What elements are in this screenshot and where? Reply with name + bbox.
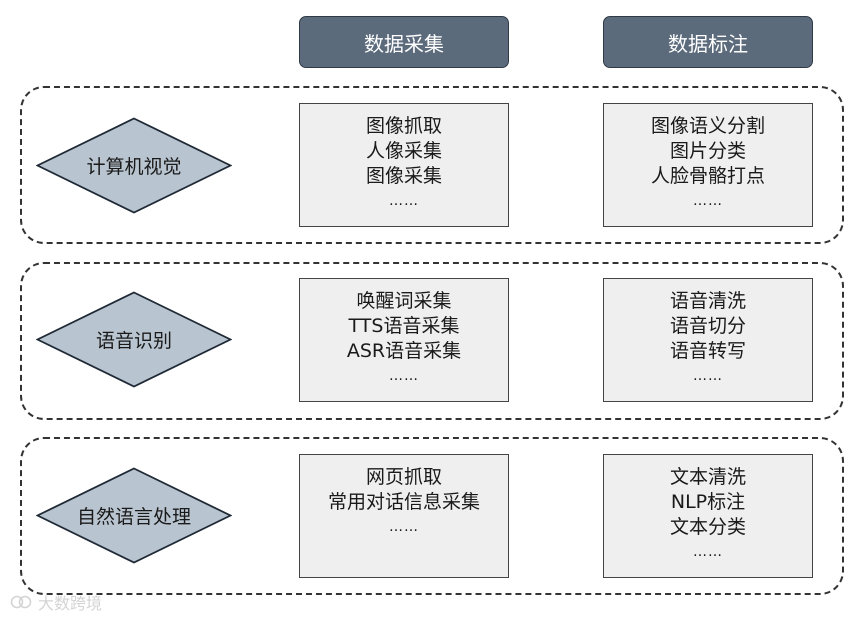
collect-box-computer-vision: 图像抓取 人像采集 图像采集 …… — [299, 103, 509, 227]
annotate-box-computer-vision: 图像语义分割 图片分类 人脸骨骼打点 …… — [603, 103, 813, 227]
list-item: 人脸骨骼打点 — [650, 165, 765, 187]
row-frame-speech-recognition — [20, 262, 844, 420]
category-label-nlp: 自然语言处理 — [76, 506, 191, 528]
header-data-collection: 数据采集 — [299, 16, 509, 68]
row-frame-computer-vision — [20, 86, 844, 244]
list-item-ellipsis: …… — [389, 193, 419, 209]
list-item-ellipsis: …… — [389, 368, 419, 384]
list-item: 语音清洗 — [669, 290, 746, 312]
watermark-logo-icon — [10, 595, 32, 609]
list-item: 文本分类 — [669, 516, 746, 538]
collect-box-speech-recognition: 唤醒词采集 TTS语音采集 ASR语音采集 …… — [299, 278, 509, 402]
diamond-computer-vision — [36, 117, 232, 214]
header-data-annotation: 数据标注 — [603, 16, 813, 68]
list-item-ellipsis: …… — [389, 519, 419, 535]
list-item: 图像采集 — [365, 165, 442, 187]
list-item: 网页抓取 — [365, 466, 442, 488]
list-item: NLP标注 — [670, 491, 746, 513]
list-item: 语音转写 — [669, 340, 746, 362]
collect-box-nlp: 网页抓取 常用对话信息采集 …… — [299, 454, 509, 578]
list-item: 语音切分 — [669, 315, 746, 337]
list-item-ellipsis: …… — [693, 544, 723, 560]
diamond-speech-recognition — [36, 291, 232, 388]
list-item: ASR语音采集 — [346, 340, 462, 362]
category-label-speech-recognition: 语音识别 — [95, 330, 172, 352]
list-item: 图片分类 — [669, 140, 746, 162]
list-item: 图像抓取 — [365, 115, 442, 137]
list-item-ellipsis: …… — [693, 193, 723, 209]
list-item: 图像语义分割 — [650, 115, 765, 137]
watermark: 大数跨境 — [10, 590, 102, 614]
watermark-text: 大数跨境 — [38, 594, 103, 613]
list-item: TTS语音采集 — [348, 315, 460, 337]
list-item: 人像采集 — [365, 140, 442, 162]
category-label-computer-vision: 计算机视觉 — [86, 156, 182, 178]
row-frame-nlp — [20, 437, 844, 595]
list-item-ellipsis: …… — [693, 368, 723, 384]
list-item: 唤醒词采集 — [356, 290, 452, 312]
diamond-nlp — [36, 467, 232, 564]
annotate-box-nlp: 文本清洗 NLP标注 文本分类 …… — [603, 454, 813, 578]
annotate-box-speech-recognition: 语音清洗 语音切分 语音转写 …… — [603, 278, 813, 402]
list-item: 常用对话信息采集 — [327, 491, 480, 513]
list-item: 文本清洗 — [669, 466, 746, 488]
